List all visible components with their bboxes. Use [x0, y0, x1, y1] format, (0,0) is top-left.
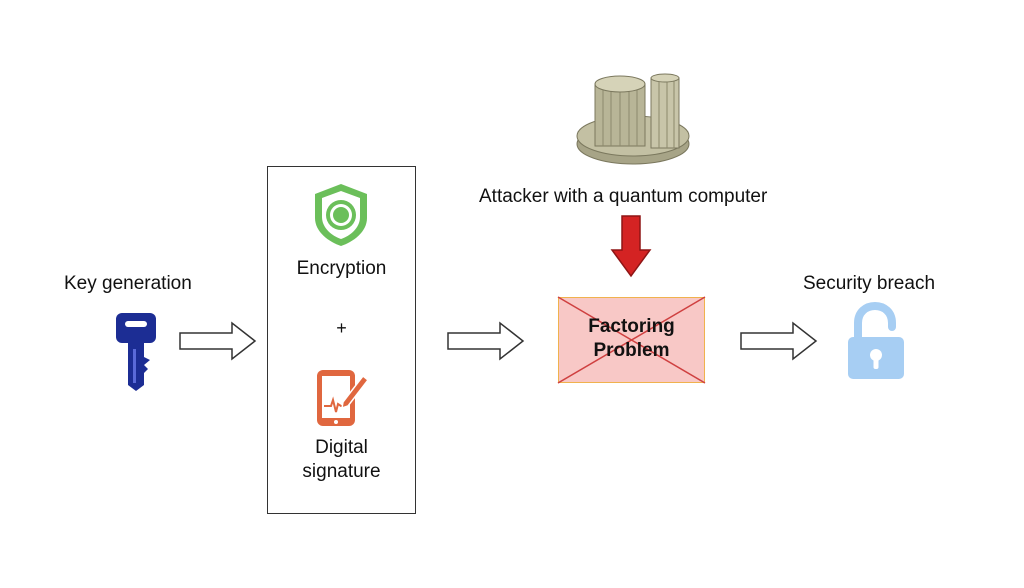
hollow-arrow-1 [179, 321, 257, 361]
open-lock-icon [848, 301, 904, 379]
cross-out-mark [557, 296, 706, 384]
key-icon [116, 313, 156, 391]
factoring-problem-label: Factoring Problem [558, 315, 705, 363]
tablet-signature-icon [317, 370, 370, 426]
digital-signature-line2: signature [302, 461, 381, 482]
security-breach-label: Security breach [803, 273, 936, 294]
encryption-label: Encryption [296, 258, 387, 279]
hollow-arrow-2 [447, 321, 525, 361]
problem-line2: Problem [593, 340, 670, 361]
plus-sign: + [336, 318, 347, 338]
digital-signature-label: Digital signature [267, 436, 416, 484]
problem-line1: Factoring [588, 316, 675, 337]
attacker-label: Attacker with a quantum computer [479, 186, 768, 207]
key-generation-label: Key generation [64, 273, 192, 294]
digital-signature-line1: Digital [315, 437, 368, 458]
attack-arrow [610, 215, 652, 278]
quantum-computer-icon [576, 73, 690, 165]
hollow-arrow-3 [740, 321, 818, 361]
shield-icon [315, 184, 367, 246]
